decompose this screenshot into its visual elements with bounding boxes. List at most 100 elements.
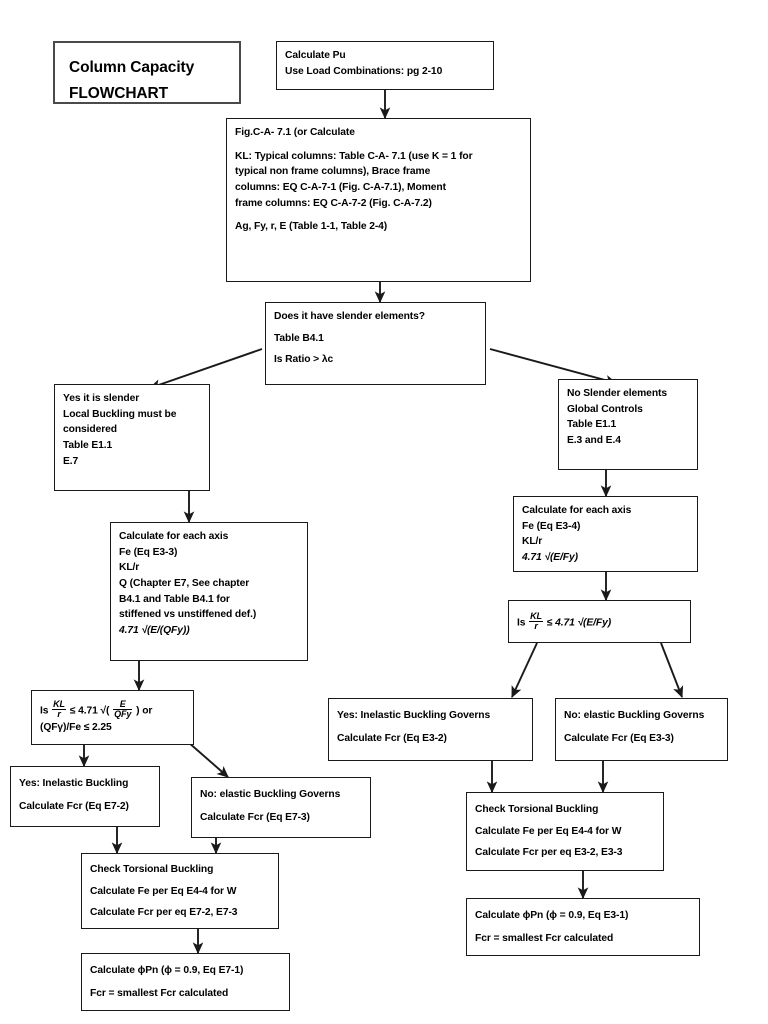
edge-decision-to-yes-slender (148, 348, 263, 390)
node-check-left: Is KL r ≤ 4.71 √( E QFy ) or (QFγ)/Fe ≤ … (31, 690, 194, 745)
node-slender-decision: Does it have slender elements? Table B4.… (265, 302, 486, 385)
check-left-rhs-prefix: 4.71 √( (78, 705, 110, 717)
no-slender-line-4: E.3 and E.4 (567, 434, 621, 446)
no-right-line-1: No: elastic Buckling Governs (564, 710, 705, 721)
calc-left-line-3: KL/r (119, 562, 140, 574)
slender-decision-line-2: Table B4.1 (274, 332, 324, 344)
node-fig-ca-7-1: Fig.C-A- 7.1 (or Calculate KL: Typical c… (226, 118, 531, 282)
calc-right-line-2: Fe (Eq E3-4) (522, 520, 581, 532)
yes-right-line-1: Yes: Inelastic Buckling Governs (337, 710, 491, 721)
check-right-denominator: r (534, 621, 538, 632)
yes-slender-line-4: Table E1.1 (63, 439, 113, 451)
check-left-numerator: KL (52, 699, 66, 711)
calc-left-formula: 4.71 √(E/(QFy)) (119, 624, 190, 636)
node-check-right: Is KL r ≤ 4.71 √(E/Fy) (508, 600, 691, 643)
node-no-elastic-right: No: elastic Buckling Governs Calculate F… (555, 698, 728, 761)
check-right-relation: ≤ (546, 617, 553, 629)
yes-slender-line-3: considered (63, 424, 117, 436)
yes-left-line-1: Yes: Inelastic Buckling (19, 778, 129, 789)
node-calculate-pu: Calculate Pu Use Load Combinations: pg 2… (276, 41, 494, 90)
calc-left-line-4: Q (Chapter E7, See chapter (119, 577, 250, 589)
edge-checkright-to-yes (511, 642, 538, 699)
yes-left-line-2: Calculate Fcr (Eq E7-2) (19, 800, 129, 812)
final-left-line-1: Calculate ϕPn (ϕ = 0.9, Eq E7-1) (90, 965, 244, 976)
calc-left-line-5: B4.1 and Table B4.1 for (119, 593, 230, 605)
yes-right-spacer (337, 724, 524, 731)
check-left-relation: ≤ (69, 705, 76, 717)
edge-decision-to-no-slender (489, 348, 618, 386)
yes-slender-line-2: Local Buckling must be (63, 408, 177, 420)
fig-spacer-2 (235, 211, 522, 219)
torsional-right-line-1: Check Torsional Buckling (475, 804, 599, 815)
final-right-line-2: Fcr = smallest Fcr calculated (475, 932, 614, 944)
title-line-2: FLOWCHART (69, 84, 168, 102)
yes-left-spacer (19, 792, 151, 799)
torsional-left-line-3: Calculate Fcr per eq E7-2, E7-3 (90, 907, 238, 919)
calculate-pu-line-2: Use Load Combinations: pg 2-10 (285, 65, 443, 77)
no-left-spacer (200, 803, 362, 810)
final-left-spacer (90, 979, 281, 986)
check-left-rhs-suffix: ) or (136, 705, 153, 717)
fig-spacer-1 (235, 141, 522, 149)
node-torsional-right: Check Torsional Buckling Calculate Fe pe… (466, 792, 664, 871)
check-left-denominator: r (57, 709, 61, 720)
final-right-spacer (475, 924, 691, 931)
no-left-line-2: Calculate Fcr (Eq E7-3) (200, 811, 310, 823)
yes-right-line-2: Calculate Fcr (Eq E3-2) (337, 732, 447, 744)
check-left-line-2: (QFγ)/Fe ≤ 2.25 (40, 721, 112, 733)
torsional-right-line-2: Calculate Fe per Eq E4-4 for W (475, 825, 622, 837)
check-right-numerator: KL (529, 611, 543, 623)
no-slender-line-3: Table E1.1 (567, 419, 617, 431)
no-right-line-2: Calculate Fcr (Eq E3-3) (564, 732, 674, 744)
fig-line-5: frame columns: EQ C-A-7-2 (Fig. C-A-7.2) (235, 197, 432, 209)
slender-decision-line-1: Does it have slender elements? (274, 311, 425, 322)
check-left-expression: Is KL r ≤ 4.71 √( E QFy ) or (40, 699, 185, 720)
calc-right-formula: 4.71 √(E/Fy) (522, 551, 578, 563)
calc-left-line-2: Fe (Eq E3-3) (119, 546, 178, 558)
flowchart-title-box: Column Capacity FLOWCHART (53, 41, 241, 104)
no-right-spacer (564, 724, 719, 731)
fig-line-2: KL: Typical columns: Table C-A- 7.1 (use… (235, 150, 473, 162)
check-left-prefix: Is (40, 705, 49, 717)
no-left-line-1: No: elastic Buckling Governs (200, 789, 341, 800)
node-torsional-left: Check Torsional Buckling Calculate Fe pe… (81, 853, 279, 929)
calc-right-line-3: KL/r (522, 536, 543, 548)
yes-slender-line-1: Yes it is slender (63, 393, 140, 404)
check-left-rhs-numerator: E (113, 699, 133, 711)
final-right-line-1: Calculate ϕPn (ϕ = 0.9, Eq E3-1) (475, 910, 629, 921)
fig-line-6: Ag, Fy, r, E (Table 1-1, Table 2-4) (235, 221, 388, 233)
check-right-fraction: KL r (529, 611, 543, 632)
check-left-rhs-fraction: E QFy (113, 699, 133, 720)
no-slender-line-1: No Slender elements (567, 388, 667, 399)
calc-left-line-1: Calculate for each axis (119, 531, 229, 542)
no-slender-line-2: Global Controls (567, 403, 643, 415)
node-yes-inelastic-left: Yes: Inelastic Buckling Calculate Fcr (E… (10, 766, 160, 827)
check-right-rhs: 4.71 √(E/Fy) (555, 617, 612, 629)
check-right-prefix: Is (517, 617, 526, 629)
check-right-expression: Is KL r ≤ 4.71 √(E/Fy) (517, 611, 682, 632)
node-calc-axis-left: Calculate for each axis Fe (Eq E3-3) KL/… (110, 522, 308, 661)
edge-checkleft-to-no (187, 741, 229, 778)
node-final-right: Calculate ϕPn (ϕ = 0.9, Eq E3-1) Fcr = s… (466, 898, 700, 956)
slender-decision-line-3: Is Ratio > λc (274, 354, 334, 366)
check-left-fraction: KL r (52, 699, 66, 720)
node-no-elastic-left: No: elastic Buckling Governs Calculate F… (191, 777, 371, 838)
node-calc-axis-right: Calculate for each axis Fe (Eq E3-4) KL/… (513, 496, 698, 572)
torsional-left-line-2: Calculate Fe per Eq E4-4 for W (90, 885, 237, 897)
node-no-slender: No Slender elements Global Controls Tabl… (558, 379, 698, 470)
node-yes-slender: Yes it is slender Local Buckling must be… (54, 384, 210, 491)
fig-line-3: typical non frame columns), Brace frame (235, 166, 431, 178)
check-left-rhs-denominator: QFy (114, 709, 132, 720)
torsional-right-line-3: Calculate Fcr per eq E3-2, E3-3 (475, 847, 623, 859)
node-yes-inelastic-right: Yes: Inelastic Buckling Governs Calculat… (328, 698, 533, 761)
fig-line-4: columns: EQ C-A-7-1 (Fig. C-A-7.1), Mome… (235, 181, 446, 193)
yes-slender-line-5: E.7 (63, 455, 79, 467)
fig-line-1: Fig.C-A- 7.1 (or Calculate (235, 127, 355, 138)
calc-right-line-1: Calculate for each axis (522, 505, 632, 516)
edge-checkright-to-no (660, 642, 684, 699)
calculate-pu-line-1: Calculate Pu (285, 50, 346, 61)
torsional-left-line-1: Check Torsional Buckling (90, 864, 214, 875)
calc-left-line-6: stiffened vs unstiffened def.) (119, 609, 257, 621)
node-final-left: Calculate ϕPn (ϕ = 0.9, Eq E7-1) Fcr = s… (81, 953, 290, 1011)
